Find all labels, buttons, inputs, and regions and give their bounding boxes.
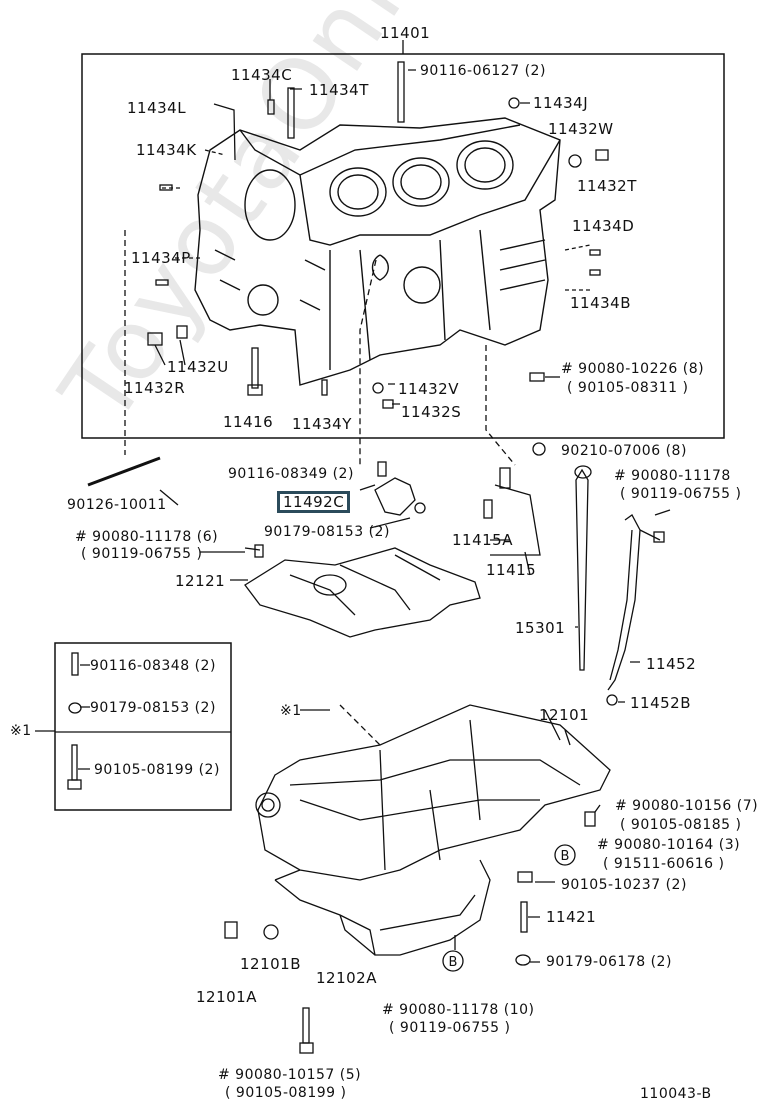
label-90179-08153: 90179-08153 (2) [90,700,216,716]
label-12101: 12101 [539,706,590,724]
label-91511-60616: ( 91511-60616 ) [603,856,725,872]
label-11452B: 11452B [630,694,692,712]
label-90179-06178: 90179-06178 (2) [546,954,672,970]
label-90105-08199b: ( 90105-08199 ) [225,1085,347,1101]
label-12101A: 12101A [196,988,257,1006]
label-11434Y: 11434Y [292,415,352,433]
label-11434K: 11434K [136,141,197,159]
label-11432R: 11432R [124,379,186,397]
label-90080-11178-10: # 90080-11178 (10) [382,1002,535,1018]
label-12101B: 12101B [240,955,302,973]
circle-b-marker-lower [442,950,464,972]
label-11432U: 11432U [167,358,229,376]
label-90080-10226: # 90080-10226 (8) [561,361,705,377]
circle-b-lower-letter: B [449,955,458,970]
label-11492C-highlighted: 11492C [277,491,351,513]
label-90119-06755-6: ( 90119-06755 ) [81,546,203,562]
label-11401: 11401 [380,24,431,42]
label-90080-11178-top: # 90080-11178 [614,468,731,484]
label-11415: 11415 [486,561,537,579]
oil-pan-upper [257,704,611,881]
dipstick [575,468,589,671]
label-15301: 15301 [515,619,566,637]
label-11432T: 11432T [577,177,637,195]
label-90116-08349: 90116-08349 (2) [228,466,354,482]
label-11434T: 11434T [309,81,369,99]
label-12121: 12121 [175,572,226,590]
label-x1-pan: ※1 [280,703,302,719]
label-90116-08348: 90116-08348 (2) [90,658,216,674]
label-11434J: 11434J [533,94,589,112]
label-90119-06755-top: ( 90119-06755 ) [620,486,742,502]
label-11434D: 11434D [572,217,635,235]
label-x1-left: ※1 [10,723,32,739]
label-11434P: 11434P [131,249,191,267]
label-90210-07006: 90210-07006 (8) [561,443,687,459]
label-11416: 11416 [223,413,274,431]
circle-b-marker-upper [554,844,576,866]
label-11432S: 11432S [401,403,462,421]
label-90126-10011: 90126-10011 [67,497,167,513]
label-11434C: 11434C [231,66,293,84]
label-90080-10156: # 90080-10156 (7) [615,798,759,814]
cylinder-block-drawing [194,117,561,386]
label-90105-08311: ( 90105-08311 ) [567,380,689,396]
label-11415A: 11415A [452,531,513,549]
label-11452: 11452 [646,655,697,673]
dipstick-guide [607,514,641,691]
label-11432W: 11432W [548,120,614,138]
label-90105-10237: 90105-10237 (2) [561,877,687,893]
oil-baffle-plate [244,547,481,638]
circle-b-upper-letter: B [561,849,570,864]
label-90116-06127: 90116-06127 (2) [420,63,546,79]
label-11432V: 11432V [398,380,459,398]
label-90105-08199: 90105-08199 (2) [94,762,220,778]
label-90179-08153-2: 90179-08153 (2) [264,524,390,540]
label-12102A: 12102A [316,969,377,987]
label-90119-06755-10: ( 90119-06755 ) [389,1020,511,1036]
label-90080-11178-6: # 90080-11178 (6) [75,529,219,545]
label-11434B: 11434B [570,294,632,312]
label-11421: 11421 [546,908,597,926]
oil-pan-lower [274,859,491,956]
bolt-legend-box [54,642,232,811]
figure-code: 110043-B [640,1086,712,1102]
label-11434L: 11434L [127,99,187,117]
label-90080-10157: # 90080-10157 (5) [218,1067,362,1083]
label-90080-10164: # 90080-10164 (3) [597,837,741,853]
label-90105-08185: ( 90105-08185 ) [620,817,742,833]
